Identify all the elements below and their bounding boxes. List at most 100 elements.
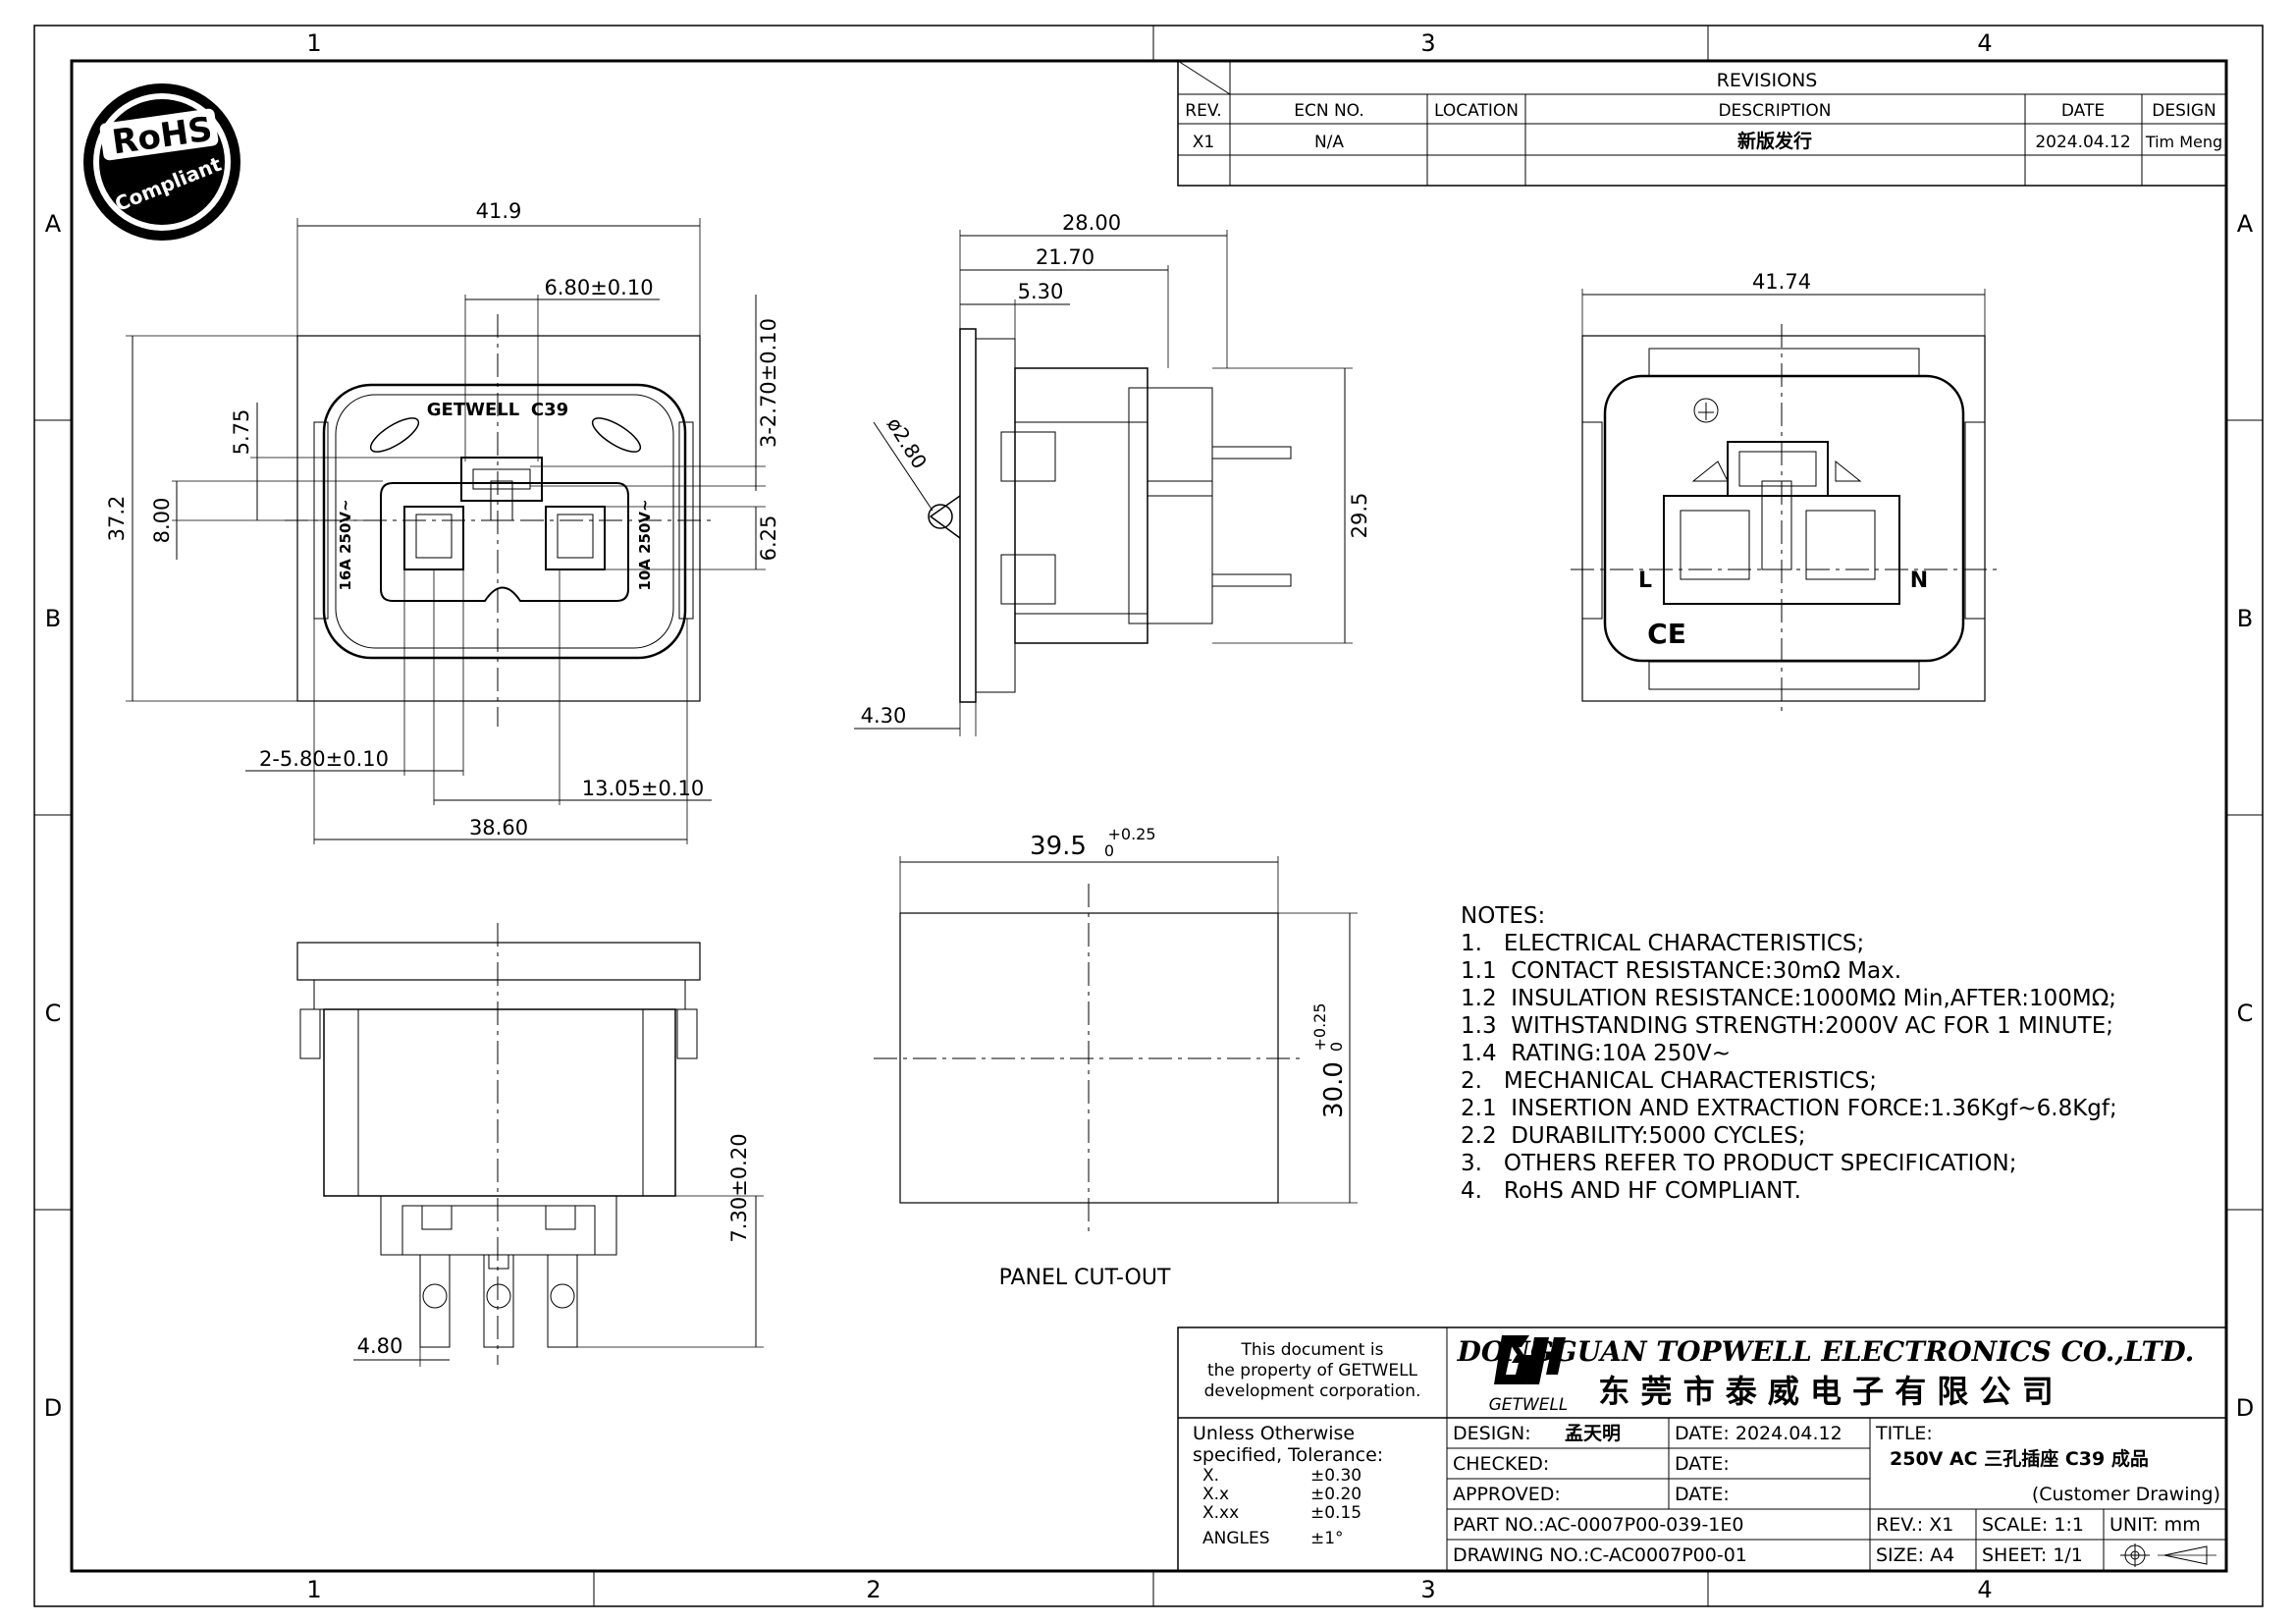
customer-drawing: (Customer Drawing) xyxy=(2032,1484,2220,1505)
front-rating-left: 16A 250V~ xyxy=(337,499,354,590)
front-brand-text: GETWELL xyxy=(427,400,519,420)
note-line: 1.3 WITHSTANDING STRENGTH:2000V AC FOR 1… xyxy=(1461,1013,2113,1039)
tolerance-value: ±0.15 xyxy=(1310,1503,1362,1523)
ce-mark-icon: CE xyxy=(1647,618,1686,650)
rev-header-location: LOCATION xyxy=(1434,101,1519,121)
zone-left-C: C xyxy=(45,1000,62,1027)
dim-bottom-pin-w: 4.80 xyxy=(357,1334,403,1358)
tolerance-value: ±1° xyxy=(1310,1529,1344,1548)
tolerance-label: X. xyxy=(1202,1466,1219,1486)
rev-field: REV.: X1 xyxy=(1876,1514,1953,1536)
dim-front-pin-h: 6.25 xyxy=(757,515,780,562)
dim-front-width: 41.9 xyxy=(476,199,522,223)
property-line: the property of GETWELL xyxy=(1207,1361,1418,1380)
front-model-text: C39 xyxy=(531,400,568,420)
property-line: This document is xyxy=(1241,1340,1384,1360)
dim-rear-width: 41.74 xyxy=(1752,270,1811,294)
dim-side-d1: 28.00 xyxy=(1062,211,1121,235)
notes: NOTES: 1. ELECTRICAL CHARACTERISTICS; 1.… xyxy=(1461,903,2117,1204)
approved-label: APPROVED: xyxy=(1453,1484,1561,1505)
zone-bottom-3: 3 xyxy=(1420,1576,1435,1603)
zone-top-1: 1 xyxy=(306,29,321,57)
rev-header-design: DESIGN xyxy=(2152,101,2216,121)
dim-side-height: 29.5 xyxy=(1348,493,1371,539)
zone-bottom-1: 1 xyxy=(306,1576,321,1603)
drawing-number: DRAWING NO.:C-AC0007P00-01 xyxy=(1453,1544,1747,1566)
date-checked: DATE: xyxy=(1675,1453,1730,1475)
design-label: DESIGN: xyxy=(1453,1423,1531,1444)
rev-cell-description: 新版发行 xyxy=(1737,130,1812,152)
rev-cell-ecn: N/A xyxy=(1314,133,1344,152)
zone-bottom-4: 4 xyxy=(1977,1576,1992,1603)
zone-right-C: C xyxy=(2237,1000,2254,1027)
rev-header-ecn: ECN NO. xyxy=(1294,101,1364,121)
zone-left-D: D xyxy=(44,1394,62,1422)
note-line: 2. MECHANICAL CHARACTERISTICS; xyxy=(1461,1068,1877,1094)
note-line: 3. OTHERS REFER TO PRODUCT SPECIFICATION… xyxy=(1461,1151,2016,1176)
dim-front-top-pin: 3-2.70±0.10 xyxy=(757,318,780,448)
zone-bottom-2: 2 xyxy=(866,1576,881,1603)
dim-front-flange: 38.60 xyxy=(469,816,528,839)
rev-header-date: DATE xyxy=(2061,101,2105,121)
tolerance-label: X.xx xyxy=(1202,1503,1239,1523)
note-line: 2.1 INSERTION AND EXTRACTION FORCE:1.36K… xyxy=(1461,1096,2117,1121)
note-line: 2.2 DURABILITY:5000 CYCLES; xyxy=(1461,1123,1806,1149)
rohs-logo-icon: RoHS Compliant xyxy=(83,83,240,241)
property-line: development corporation. xyxy=(1204,1381,1421,1401)
title-block: This document is the property of GETWELL… xyxy=(1177,1326,2227,1572)
logo-text: GETWELL xyxy=(1489,1395,1569,1415)
front-rating-right: 10A 250V~ xyxy=(636,499,654,590)
projection-symbol-icon xyxy=(2120,1543,2216,1567)
zone-top-3: 3 xyxy=(1420,29,1435,57)
rev-cell-rev: X1 xyxy=(1193,133,1214,152)
tolerance-label: X.x xyxy=(1202,1485,1229,1504)
dim-cutout-height-tol-upper: +0.25 xyxy=(1310,1002,1329,1051)
getwell-logo-icon: GETWELL xyxy=(1489,1335,1569,1415)
title-value: 250V AC 三孔插座 C39 成品 xyxy=(1890,1447,2149,1470)
sheet-field: SHEET: 1/1 xyxy=(1982,1544,2083,1566)
rev-cell-date: 2024.04.12 xyxy=(2035,133,2130,152)
zone-top-4: 4 xyxy=(1977,29,1992,57)
tolerance-label: ANGLES xyxy=(1202,1529,1270,1548)
rear-label-n: N xyxy=(1910,568,1928,593)
dim-front-pin-gap: 6.80±0.10 xyxy=(544,276,653,299)
zone-right-A: A xyxy=(2237,210,2254,238)
note-line: 1.4 RATING:10A 250V~ xyxy=(1461,1041,1731,1066)
frame: 1 3 4 1 2 3 4 A B C D A B C D xyxy=(33,25,2264,1607)
note-line: 1.1 CONTACT RESISTANCE:30mΩ Max. xyxy=(1461,958,1901,984)
part-number: PART NO.:AC-0007P00-039-1E0 xyxy=(1453,1514,1743,1536)
company-name-en: DONGGUAN TOPWELL ELECTRONICS CO.,LTD. xyxy=(1457,1335,2195,1368)
front-view: GETWELL C39 16A 250V~ 10A 250V~ 41.9 6.8… xyxy=(105,199,780,844)
dim-front-pin-w: 2-5.80±0.10 xyxy=(259,747,389,771)
dim-cutout-width-tol-lower: 0 xyxy=(1104,841,1114,860)
dim-cutout-width: 39.5 xyxy=(1030,832,1087,861)
rev-cell-design: Tim Meng xyxy=(2145,133,2222,151)
rear-label-l: L xyxy=(1638,568,1652,593)
dim-cutout-height: 30.0 xyxy=(1319,1061,1349,1118)
panel-cutout-label: PANEL CUT-OUT xyxy=(999,1266,1171,1290)
tolerance-value: ±0.20 xyxy=(1310,1485,1362,1504)
dim-side-base: 4.30 xyxy=(861,704,907,728)
note-line: 1. ELECTRICAL CHARACTERISTICS; xyxy=(1461,931,1864,956)
rev-header-description: DESCRIPTION xyxy=(1718,101,1831,121)
zone-left-B: B xyxy=(45,605,61,632)
bottom-view: 7.30±0.20 4.80 xyxy=(296,923,764,1367)
tolerance-title: specified, Tolerance: xyxy=(1193,1444,1383,1466)
notes-title: NOTES: xyxy=(1461,903,1545,929)
dim-cutout-height-tol-lower: 0 xyxy=(1327,1042,1346,1052)
date-approved: DATE: xyxy=(1675,1484,1730,1505)
panel-cutout: 39.5 +0.25 0 30.0 +0.25 0 PANEL CUT-OUT xyxy=(874,825,1358,1290)
checked-label: CHECKED: xyxy=(1453,1453,1549,1475)
dim-bottom-pin-len: 7.30±0.20 xyxy=(727,1133,751,1242)
zone-right-D: D xyxy=(2236,1394,2254,1422)
dim-front-pin-span: 13.05±0.10 xyxy=(582,777,704,800)
dim-side-hole: ø2.80 xyxy=(882,413,932,473)
note-line: 4. RoHS AND HF COMPLIANT. xyxy=(1461,1178,1801,1204)
dim-front-height: 37.2 xyxy=(105,496,129,542)
size-field: SIZE: A4 xyxy=(1876,1544,1954,1566)
dim-side-d3: 5.30 xyxy=(1018,280,1064,303)
revisions-table: REVISIONS REV. ECN NO. LOCATION DESCRIPT… xyxy=(1177,60,2227,187)
zone-right-B: B xyxy=(2237,605,2253,632)
tolerance-title: Unless Otherwise xyxy=(1193,1423,1355,1444)
